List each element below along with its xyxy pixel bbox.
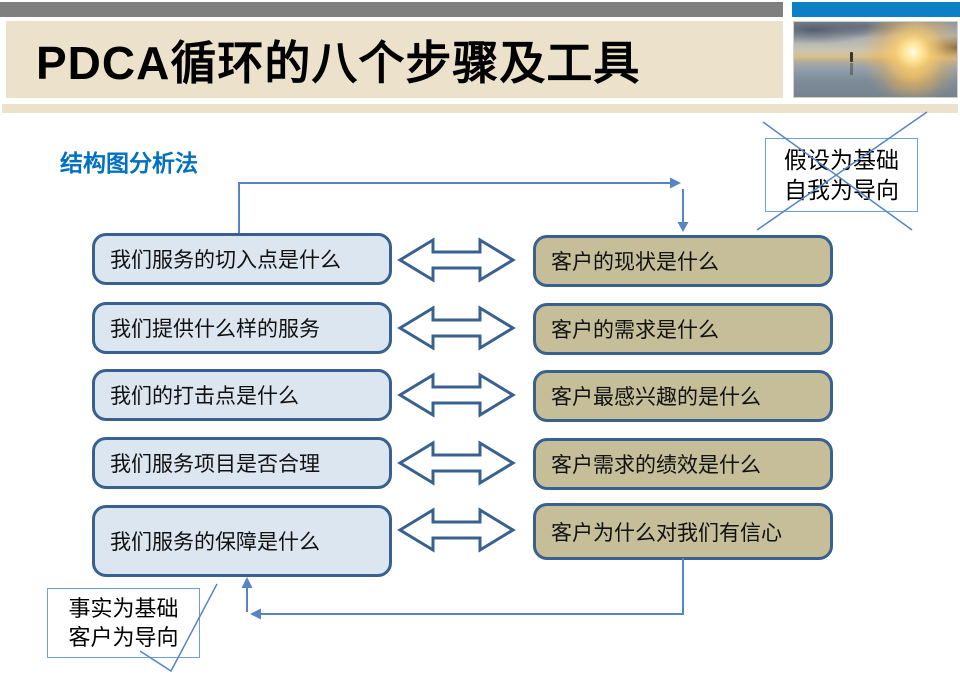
header-blue-bar: [792, 2, 960, 17]
left-box-2-label: 我们提供什么样的服务: [110, 318, 320, 341]
person-reflection: [850, 63, 853, 75]
right-box-2-label: 客户的需求是什么: [551, 319, 719, 342]
title-band: PDCA循环的八个步骤及工具: [6, 21, 783, 98]
left-box-2: 我们提供什么样的服务: [92, 302, 392, 354]
person-silhouette: [850, 52, 853, 62]
callout-fact-based: 事实为基础 客户为导向: [47, 588, 200, 658]
header-gray-bar: [0, 2, 783, 17]
double-arrow-5: [397, 507, 516, 553]
callout-bottom-line1: 事实为基础: [68, 595, 179, 621]
left-box-1-label: 我们服务的切入点是什么: [110, 249, 341, 272]
right-box-2: 客户的需求是什么: [533, 303, 833, 355]
double-arrow-2: [397, 305, 516, 351]
sunset-beach-photo: [793, 21, 958, 98]
right-box-5-label: 客户为什么对我们有信心: [551, 521, 782, 545]
right-box-3: 客户最感兴趣的是什么: [533, 370, 833, 422]
double-arrow-1: [397, 237, 516, 283]
right-box-3-label: 客户最感兴趣的是什么: [551, 386, 761, 409]
arrowhead-left-icon: [250, 608, 261, 620]
callout-bottom-line2: 客户为导向: [68, 625, 179, 650]
arrowhead-down-icon: [677, 222, 689, 232]
left-box-3: 我们的打击点是什么: [92, 369, 392, 421]
left-box-4: 我们服务项目是否合理: [92, 437, 392, 489]
callout-top-line1: 假设为基础: [784, 146, 899, 173]
arrowhead-up-icon: [241, 577, 253, 588]
callout-hypothesis-based: 假设为基础 自我为导向: [765, 138, 918, 212]
double-arrow-3: [397, 372, 516, 418]
section-label: 结构图分析法: [60, 150, 198, 176]
slide-title: PDCA循环的八个步骤及工具: [36, 36, 641, 89]
right-box-4-label: 客户需求的绩效是什么: [551, 454, 761, 477]
left-box-3-label: 我们的打击点是什么: [110, 385, 299, 408]
left-box-5: 我们服务的保障是什么: [92, 505, 392, 577]
double-arrow-4: [397, 440, 516, 486]
right-box-1: 客户的现状是什么: [533, 235, 833, 287]
cream-divider-strip: [2, 104, 958, 113]
arrowhead-right-icon: [670, 177, 681, 189]
right-box-4: 客户需求的绩效是什么: [533, 438, 833, 490]
right-box-5: 客户为什么对我们有信心: [533, 503, 833, 560]
right-box-1-label: 客户的现状是什么: [551, 251, 719, 274]
left-box-1: 我们服务的切入点是什么: [92, 233, 392, 285]
left-box-4-label: 我们服务项目是否合理: [110, 453, 320, 476]
flow-connector-top: [238, 177, 689, 233]
callout-top-line2: 自我为导向: [784, 177, 899, 203]
left-box-5-label: 我们服务的保障是什么: [110, 531, 320, 554]
